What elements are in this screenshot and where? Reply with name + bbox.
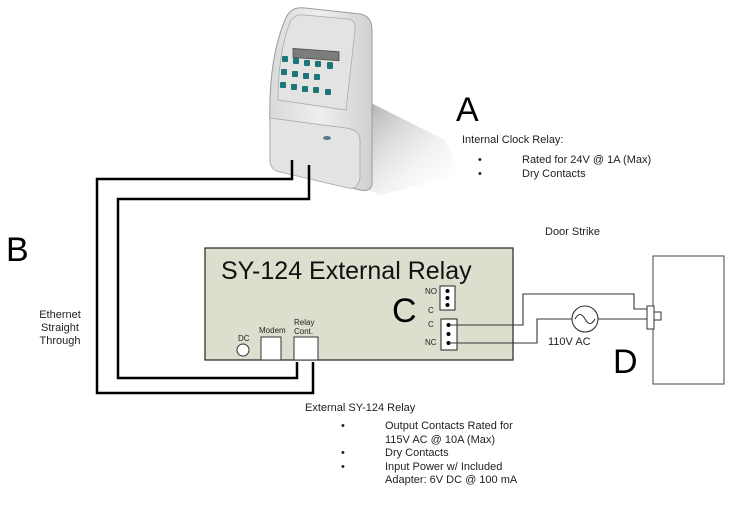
clock-spec-text: Dry Contacts	[522, 167, 586, 180]
terminal-bottom-pins	[446, 323, 451, 345]
ethernet-wire-inner	[116, 165, 311, 380]
terminal-c-bottom-label: C	[428, 320, 434, 329]
external-spec-item: Input Power w/ Included Adapter: 6V DC @…	[341, 461, 517, 488]
time-clock-device	[269, 7, 460, 195]
cable-label-line: Straight	[41, 322, 79, 334]
relay-cont-port[interactable]	[293, 336, 319, 361]
external-spec-line: Adapter: 6V DC @ 100 mA	[385, 474, 518, 486]
terminal-nc-label: NC	[425, 338, 437, 347]
ethernet-wire-outer	[95, 160, 315, 395]
label-b: B	[6, 231, 29, 269]
dc-label: DC	[238, 334, 250, 343]
clock-card-slot	[269, 117, 361, 189]
relay-box	[204, 247, 514, 361]
external-relay-heading: External SY-124 Relay	[305, 402, 416, 414]
dc-jack[interactable]	[236, 343, 250, 357]
clock-relay-heading: Internal Clock Relay:	[462, 134, 564, 146]
relay-cont-label-line: Cont.	[294, 327, 314, 336]
door-strike	[646, 305, 655, 330]
ethernet-cable	[95, 160, 315, 395]
relay-box-title: SY-124 External Relay	[221, 257, 472, 285]
wire-nc-to-source	[449, 318, 572, 344]
modem-port[interactable]	[260, 336, 282, 361]
ac-source-icon	[571, 305, 599, 333]
clock-display	[292, 48, 340, 62]
external-spec-line: Input Power w/ Included	[385, 460, 503, 473]
terminal-c-top-label: C	[428, 306, 434, 315]
label-d: D	[613, 343, 638, 381]
door-strike-wiring	[449, 293, 648, 344]
clock-relay-specs: Rated for 24V @ 1A (Max) Dry Contacts	[478, 154, 651, 181]
door-frame	[652, 255, 725, 385]
external-spec-line: 115V AC @ 10A (Max)	[385, 433, 496, 446]
relay-cont-label: Relay Cont.	[294, 318, 314, 336]
terminal-no-label: NO	[425, 287, 437, 296]
external-spec-item: Output Contacts Rated for 115V AC @ 10A …	[341, 420, 517, 447]
door-strike-label: Door Strike	[545, 226, 601, 238]
clock-spec-text: Rated for 24V @ 1A (Max)	[522, 154, 652, 166]
external-spec-line: Dry Contacts	[385, 447, 449, 459]
terminal-top-pins	[445, 289, 450, 307]
relay-cont-label-line: Relay	[294, 318, 315, 327]
modem-label: Modem	[259, 326, 286, 335]
ethernet-cable-label: Ethernet Straight Through	[36, 309, 84, 348]
cable-label-line: Ethernet	[39, 309, 81, 321]
ac-power-label: 110V AC	[548, 336, 591, 348]
clock-shadow	[345, 95, 460, 195]
label-a: A	[456, 91, 479, 129]
clock-logo	[323, 136, 331, 140]
external-relay-specs: Output Contacts Rated for 115V AC @ 10A …	[341, 420, 517, 488]
wire-common	[449, 293, 648, 326]
cable-label-line: Through	[39, 335, 81, 347]
door-strike-latch	[653, 311, 662, 321]
clock-keypad	[280, 56, 333, 95]
external-spec-line: Output Contacts Rated for	[385, 420, 513, 432]
clock-spec-item: Rated for 24V @ 1A (Max)	[478, 154, 651, 168]
clock-spec-item: Dry Contacts	[478, 168, 651, 182]
external-spec-item: Dry Contacts	[341, 447, 517, 461]
label-c: C	[392, 292, 417, 330]
